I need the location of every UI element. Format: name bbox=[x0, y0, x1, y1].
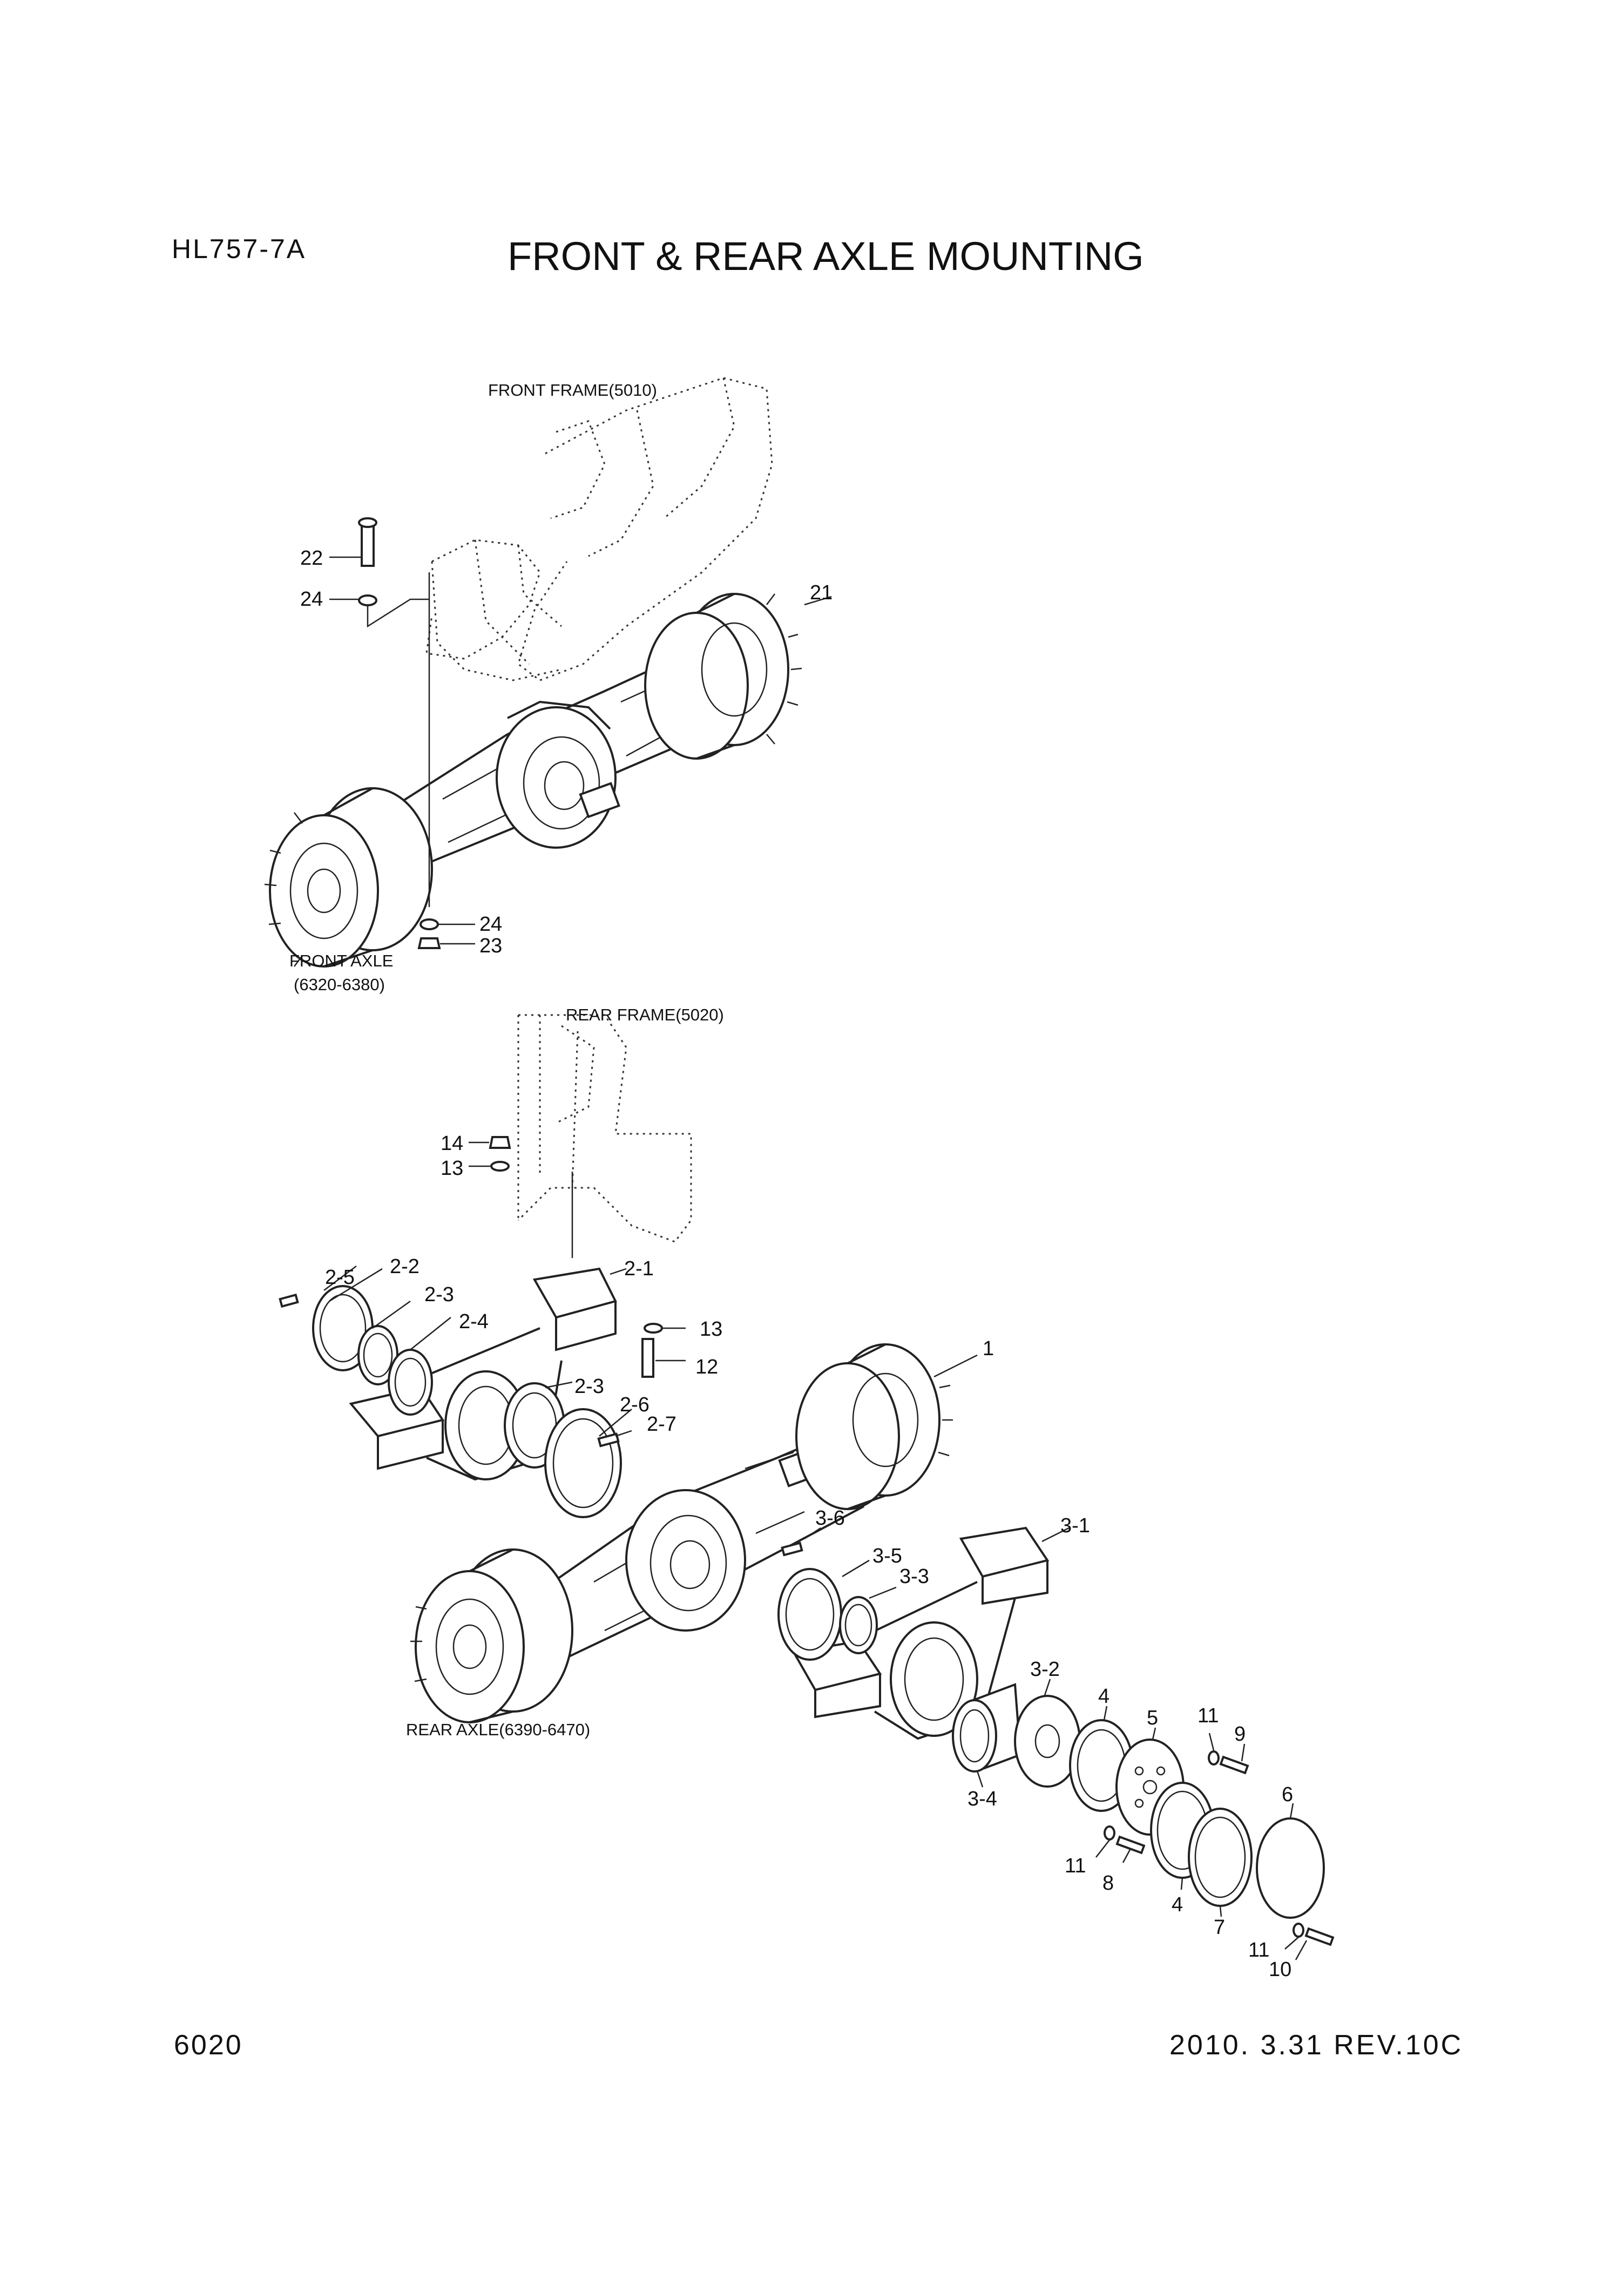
shim-7 bbox=[1188, 1808, 1253, 1907]
caption-rear-frame: REAR FRAME(5020) bbox=[566, 1005, 724, 1024]
rear-axle-assembly bbox=[410, 1343, 978, 1723]
callout-12: 12 bbox=[695, 1356, 718, 1378]
page-number: 6020 bbox=[174, 2030, 243, 2061]
bolt-8 bbox=[1115, 1835, 1146, 1855]
callout-6: 6 bbox=[1282, 1783, 1293, 1806]
model-number: HL757-7A bbox=[172, 234, 307, 264]
rear-bracket-3 bbox=[777, 1526, 1335, 1960]
callout-14: 14 bbox=[441, 1132, 463, 1155]
callout-4-a: 4 bbox=[1098, 1685, 1109, 1708]
callout-11-c: 11 bbox=[1248, 1939, 1269, 1961]
callout-3-1: 3-1 bbox=[1060, 1514, 1090, 1537]
front-axle-assembly bbox=[264, 572, 802, 968]
bolt-2-7 bbox=[597, 1432, 620, 1448]
bolt-12 bbox=[641, 1338, 654, 1378]
pad-3-1 bbox=[959, 1526, 1050, 1578]
front-mount-hardware bbox=[329, 517, 832, 949]
front-frame-outline bbox=[425, 377, 773, 681]
callout-2-6: 2-6 bbox=[620, 1394, 649, 1416]
callout-2-3-a: 2-3 bbox=[424, 1283, 454, 1306]
callout-8: 8 bbox=[1102, 1872, 1114, 1895]
caption-front-axle: FRONT AXLE bbox=[289, 951, 393, 970]
callout-13-bottom: 13 bbox=[700, 1318, 722, 1341]
caption-front-frame: FRONT FRAME(5010) bbox=[488, 381, 657, 400]
callout-2-5: 2-5 bbox=[325, 1266, 355, 1289]
callout-24-top: 24 bbox=[300, 588, 323, 611]
callout-2-4: 2-4 bbox=[459, 1310, 489, 1333]
callout-2-1: 2-1 bbox=[624, 1257, 654, 1280]
revision-date: 2010. 3.31 REV.10C bbox=[1169, 2030, 1464, 2061]
callout-2-7: 2-7 bbox=[647, 1413, 676, 1436]
caption-front-axle-range: (6320-6380) bbox=[294, 975, 385, 994]
washer-24-top bbox=[358, 594, 377, 606]
callout-10: 10 bbox=[1269, 1958, 1291, 1981]
caption-rear-axle: REAR AXLE(6390-6470) bbox=[406, 1720, 590, 1739]
callout-3-5: 3-5 bbox=[872, 1545, 902, 1567]
rear-frame-outline bbox=[517, 1014, 692, 1243]
callout-22: 22 bbox=[300, 547, 323, 570]
washer-11c bbox=[1293, 1923, 1304, 1938]
bolt-10 bbox=[1304, 1927, 1335, 1946]
pad-2-1 bbox=[532, 1267, 617, 1319]
callout-23: 23 bbox=[479, 935, 502, 957]
washer-11b bbox=[1104, 1825, 1115, 1841]
callout-2-2: 2-2 bbox=[390, 1255, 419, 1278]
page-title: FRONT & REAR AXLE MOUNTING bbox=[508, 234, 1144, 279]
callout-3-3: 3-3 bbox=[899, 1565, 929, 1588]
rear-mount-hardware bbox=[469, 1136, 573, 1258]
ring-2-6 bbox=[544, 1408, 622, 1518]
nut-23 bbox=[417, 937, 441, 949]
bolt-9 bbox=[1219, 1755, 1249, 1775]
rear-bracket-2 bbox=[279, 1266, 686, 1518]
callout-7: 7 bbox=[1214, 1916, 1225, 1939]
callout-11-b: 11 bbox=[1065, 1855, 1086, 1877]
callout-3-4: 3-4 bbox=[967, 1788, 997, 1810]
cover-6 bbox=[1256, 1817, 1325, 1919]
washer-13-top bbox=[490, 1161, 510, 1172]
washer-13-bottom bbox=[644, 1323, 663, 1334]
callout-3-2: 3-2 bbox=[1030, 1658, 1060, 1681]
callout-5: 5 bbox=[1147, 1707, 1158, 1729]
callout-4-b: 4 bbox=[1172, 1893, 1183, 1916]
callout-3-6: 3-6 bbox=[815, 1507, 845, 1530]
callout-11-a: 11 bbox=[1197, 1704, 1219, 1727]
callout-9: 9 bbox=[1234, 1723, 1246, 1746]
callout-24-bottom: 24 bbox=[479, 913, 502, 936]
washer-24-bottom bbox=[419, 918, 439, 930]
callout-21: 21 bbox=[810, 581, 833, 604]
callout-2-3-b: 2-3 bbox=[574, 1375, 604, 1398]
ring-3-5 bbox=[777, 1568, 842, 1661]
washer-11a bbox=[1208, 1750, 1220, 1766]
callout-13-top: 13 bbox=[441, 1157, 463, 1180]
callout-1: 1 bbox=[983, 1337, 994, 1360]
bolt-3-6 bbox=[781, 1541, 803, 1557]
bolt-22 bbox=[361, 522, 375, 567]
bolt-2-5 bbox=[279, 1293, 299, 1308]
nut-14 bbox=[489, 1136, 511, 1149]
